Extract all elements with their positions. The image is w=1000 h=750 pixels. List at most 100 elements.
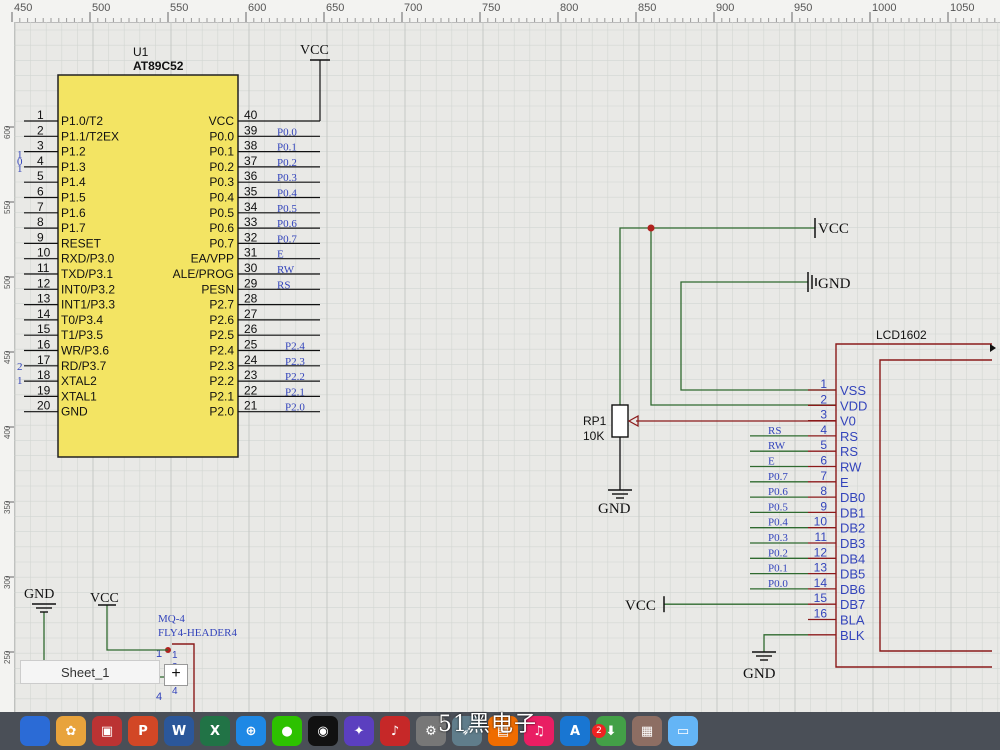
header-pin-number: 4 xyxy=(172,686,178,697)
mcu-right-pin-number: 23 xyxy=(244,368,258,382)
mcu-right-pin-number: 35 xyxy=(244,185,258,199)
photos-icon[interactable]: ✿ xyxy=(56,716,86,746)
mcu-left-pin-name: T0/P3.4 xyxy=(61,313,103,327)
app-icon[interactable]: ✦ xyxy=(344,716,374,746)
net-label: P2.4 xyxy=(285,341,305,353)
wechat-icon[interactable]: ● xyxy=(272,716,302,746)
lcd-pin-name: DB4 xyxy=(840,551,865,566)
gnd-label: GND xyxy=(24,587,54,602)
stray-net-mark: 1 xyxy=(17,375,23,387)
mcu-right-pin-number: 24 xyxy=(244,353,258,367)
excel-icon[interactable]: X xyxy=(200,716,230,746)
ruler-label: 500 xyxy=(92,2,110,14)
lcd-pin-number: 9 xyxy=(820,499,827,513)
lcd-pin-name: DB5 xyxy=(840,567,865,582)
settings-icon[interactable]: ⚙ xyxy=(416,716,446,746)
appstore-icon[interactable]: A xyxy=(560,716,590,746)
mcu-left-pin-number: 3 xyxy=(37,139,44,153)
mcu-right-pin-name: VCC xyxy=(209,114,235,128)
mcu-left-pin-name: RESET xyxy=(61,236,102,250)
mcu-right-pin-number: 30 xyxy=(244,261,258,275)
add-sheet-button[interactable]: + xyxy=(164,664,188,686)
net-label: P0.3 xyxy=(768,532,788,544)
itunes-icon[interactable]: ♫ xyxy=(524,716,554,746)
folder-icon[interactable]: ▭ xyxy=(668,716,698,746)
music-icon[interactable]: ♪ xyxy=(380,716,410,746)
vcc-label: VCC xyxy=(625,598,656,614)
mcu-left-pin-number: 6 xyxy=(37,185,44,199)
qq-icon[interactable]: ◉ xyxy=(308,716,338,746)
safari-icon[interactable]: ⊕ xyxy=(236,716,266,746)
mcu-right-pin-number: 31 xyxy=(244,246,258,260)
pot-vcc-wire xyxy=(619,227,815,405)
lcd-arrow xyxy=(990,344,996,352)
mcu-body xyxy=(57,74,239,458)
net-label: RS xyxy=(277,279,290,291)
net-label: P2.0 xyxy=(285,402,305,414)
net-label: E xyxy=(277,249,284,261)
ruler-label: 300 xyxy=(3,575,12,589)
lcd-pin-number: 4 xyxy=(820,423,827,437)
stray-net-mark: 2 xyxy=(17,361,23,373)
mcu-right-pin-name: P2.4 xyxy=(209,344,234,358)
mcu-left-pin-number: 12 xyxy=(37,276,51,290)
mcu-right-pin-number: 28 xyxy=(244,292,258,306)
sheet-tab[interactable]: Sheet_1 xyxy=(20,660,160,684)
mcu-right-pin-number: 32 xyxy=(244,230,258,244)
lcd-pin-name: RS xyxy=(840,429,858,444)
ruler-label: 350 xyxy=(3,500,12,514)
mcu-right-pin-name: P0.1 xyxy=(209,145,234,159)
mcu-left-pin-number: 16 xyxy=(37,338,51,352)
finder-icon[interactable] xyxy=(20,716,50,746)
net-label: P2.3 xyxy=(285,356,305,368)
net-label: P0.5 xyxy=(768,501,788,513)
lcd-pin-name: V0 xyxy=(840,414,856,429)
photo-booth-icon[interactable]: ▣ xyxy=(92,716,122,746)
lcd-pin-number: 3 xyxy=(820,408,827,422)
pot-value: 10K xyxy=(583,429,604,443)
mcu-right-pin-name: EA/VPP xyxy=(191,252,234,266)
mcu-right-pin-number: 29 xyxy=(244,276,258,290)
mcu-left-pin-name: P1.4 xyxy=(61,175,86,189)
books-icon[interactable]: ▤ xyxy=(488,716,518,746)
header-pin-number: 1 xyxy=(156,648,162,660)
net-label: P0.3 xyxy=(277,172,297,184)
mcu-left-pin-name: XTAL2 xyxy=(61,374,97,388)
vcc-label: VCC xyxy=(818,221,849,237)
net-label: P0.2 xyxy=(768,547,788,559)
mcu-ref: U1 xyxy=(133,45,149,59)
rocket-icon[interactable]: ➶ xyxy=(452,716,482,746)
ruler-label: 400 xyxy=(3,425,12,439)
lcd-pin-name: BLK xyxy=(840,628,865,643)
mcu-left-pin-number: 17 xyxy=(37,353,51,367)
ruler-label: 650 xyxy=(326,2,344,14)
preview-icon[interactable]: ▦ xyxy=(632,716,662,746)
powerpoint-icon[interactable]: P xyxy=(128,716,158,746)
lcd-pin-name: E xyxy=(840,475,849,490)
ruler-label: 450 xyxy=(14,2,32,14)
mcu-left-pin-name: INT1/P3.3 xyxy=(61,298,115,312)
mcu-right-pin-name: P2.2 xyxy=(209,374,234,388)
ruler-label: 800 xyxy=(560,2,578,14)
notification-badge: 2 xyxy=(592,724,606,738)
mcu-left-pin-number: 5 xyxy=(37,169,44,183)
blk-gnd-wire xyxy=(763,634,808,652)
ruler-label: 950 xyxy=(794,2,812,14)
mcu-left-pin-name: XTAL1 xyxy=(61,389,97,403)
lcd-pin-number: 15 xyxy=(814,591,828,605)
mcu-right-pin-name: PESN xyxy=(201,282,234,296)
ruler-label: 600 xyxy=(3,125,12,139)
mcu-left-pin-number: 19 xyxy=(37,383,51,397)
wiper-arrow xyxy=(627,414,639,428)
mcu-left-pin-number: 8 xyxy=(37,215,44,229)
mcu-right-pin-number: 40 xyxy=(244,108,258,122)
lcd-pin-number: 10 xyxy=(814,515,828,529)
mcu-right-pin-number: 25 xyxy=(244,338,258,352)
word-icon[interactable]: W xyxy=(164,716,194,746)
mcu-right-pin-name: P0.6 xyxy=(209,221,234,235)
net-label: P0.1 xyxy=(768,563,788,575)
mcu-left-pin-number: 14 xyxy=(37,307,51,321)
